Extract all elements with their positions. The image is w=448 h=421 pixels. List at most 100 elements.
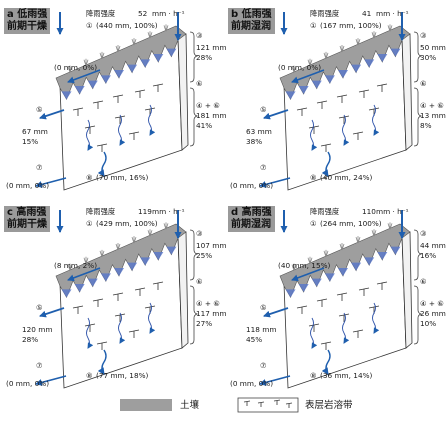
lateral-index: ⑤ — [36, 303, 43, 312]
percolation-line — [148, 302, 156, 334]
bottom-index: ⑦ — [36, 361, 43, 370]
infiltration-pocket — [127, 64, 138, 73]
epikarst-flow-index: ④ + ⑥ — [196, 299, 220, 308]
fracture-mark — [84, 125, 96, 134]
epikarst-flow-mm: 26 mm — [420, 309, 446, 318]
intensity-label: 降雨强度 — [86, 207, 116, 216]
infiltration-pocket — [311, 278, 322, 287]
rainfall-amount: (167 mm, 100%) — [320, 21, 382, 30]
infiltration-pocket — [166, 48, 177, 57]
vegetation-icon — [83, 58, 89, 66]
deep-flow: (70 mm, 16%) — [96, 173, 149, 182]
infiltration-pocket — [61, 91, 72, 100]
fracture-mark — [320, 143, 332, 152]
runoff-amount: (0 mm, 0%) — [278, 63, 322, 72]
lateral-flow-mm: 120 mm — [22, 325, 53, 334]
panel-letter: b — [231, 9, 239, 20]
deep-percolation-arrow — [321, 151, 331, 177]
bottom-outflow-arrow — [35, 177, 67, 188]
infiltration-pocket — [74, 86, 85, 94]
vegetation-icon — [83, 256, 89, 264]
vegetation-icon — [355, 236, 361, 244]
percolation-line — [118, 114, 126, 146]
intensity-value: 52 — [138, 9, 148, 18]
brace — [413, 31, 423, 83]
lateral-index: ⑤ — [36, 105, 43, 114]
fracture-mark — [114, 313, 126, 322]
epikarst-flow-pct: 27% — [196, 319, 213, 328]
deep-index: ⑧ — [86, 371, 93, 380]
infiltration-pocket — [166, 246, 177, 255]
panel-title-line2: 前期湿润 — [231, 219, 271, 230]
rainfall-index: ① — [86, 21, 93, 30]
panel-b — [259, 12, 423, 191]
epikarst-index: ⑥ — [196, 277, 203, 286]
vegetation-icon — [163, 222, 169, 230]
infiltration-pocket — [390, 246, 401, 255]
intensity-label: 降雨强度 — [310, 9, 340, 18]
runoff-amount: (40 mm, 15%) — [278, 261, 331, 270]
percolation-line — [86, 317, 94, 349]
panel-title: c 高雨强前期干燥 — [4, 206, 50, 232]
panel-title-line1: 低雨强 — [17, 9, 48, 20]
fracture-mark — [128, 131, 140, 140]
lateral-flow-mm: 118 mm — [246, 325, 277, 334]
soil-flow-mm: 50 mm — [420, 43, 446, 52]
lateral-index: ⑤ — [260, 105, 267, 114]
epikarst-flow-mm: 117 mm — [196, 309, 227, 318]
deep-percolation-arrow — [97, 349, 107, 375]
fracture-mark — [336, 292, 348, 301]
panel-letter: c — [7, 207, 13, 218]
panel-title-line1: 低雨强 — [241, 9, 272, 20]
soil-flow-mm: 107 mm — [196, 241, 227, 250]
vegetation-icon — [307, 58, 313, 66]
infiltration-pocket — [390, 48, 401, 57]
runoff-amount: (0 mm, 0%) — [54, 63, 98, 72]
deep-index: ⑧ — [310, 173, 317, 182]
vegetation-icon — [339, 45, 345, 53]
infiltration-pocket — [324, 75, 335, 84]
epikarst-index: ⑥ — [420, 277, 427, 286]
vegetation-icon — [387, 222, 393, 230]
rainfall-index: ① — [86, 219, 93, 228]
panel-a — [35, 12, 199, 191]
epikarst-index: ⑥ — [420, 79, 427, 88]
infiltration-pocket — [285, 289, 296, 298]
rainfall-index: ① — [310, 21, 317, 30]
infiltration-pocket — [351, 262, 362, 271]
infiltration-pocket — [87, 278, 98, 287]
infiltration-pocket — [114, 268, 124, 276]
bottom-flow: (0 mm, 0%) — [230, 379, 274, 388]
fracture-mark — [358, 287, 370, 296]
fracture-mark — [352, 131, 364, 140]
bottom-outflow-arrow — [259, 375, 291, 386]
surface-runoff-arrow — [291, 267, 325, 282]
surface-runoff-arrow — [67, 69, 101, 84]
fracture-mark — [114, 115, 126, 124]
infiltration-pocket — [377, 54, 388, 62]
lateral-flow-mm: 63 mm — [246, 127, 272, 136]
percolation-line — [372, 104, 380, 136]
brace — [189, 31, 199, 83]
soil-flow-mm: 121 mm — [196, 43, 227, 52]
fracture-mark — [316, 100, 328, 109]
infiltration-pocket — [153, 54, 164, 62]
fracture-mark — [296, 107, 308, 116]
soil-flow-index: ③ — [196, 229, 203, 238]
deep-flow: (77 mm, 18%) — [96, 371, 149, 380]
intensity-value: 110 — [362, 207, 376, 216]
panel-title: d 高雨强前期湿润 — [228, 206, 275, 232]
vegetation-icon — [291, 263, 297, 271]
fracture-mark — [128, 329, 140, 338]
vegetation-icon — [323, 249, 329, 257]
epikarst-flow-pct: 10% — [420, 319, 437, 328]
infiltration-pocket — [298, 86, 309, 94]
vegetation-icon — [131, 38, 137, 46]
fracture-mark — [92, 100, 104, 109]
fracture-mark — [376, 83, 388, 92]
brace — [189, 229, 199, 281]
epikarst-flow-index: ④ + ⑥ — [420, 299, 444, 308]
epikarst-flow-mm: 13 mm — [420, 111, 446, 120]
panel-title: a 低雨强前期干燥 — [4, 8, 51, 34]
vegetation-icon — [371, 229, 377, 237]
